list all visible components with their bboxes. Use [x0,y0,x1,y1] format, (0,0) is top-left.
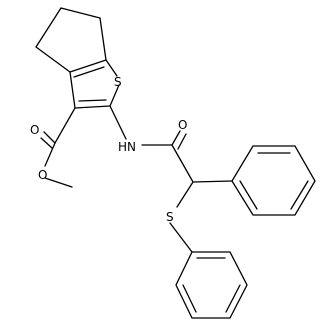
bond [231,145,316,216]
bond [182,284,197,313]
bond [40,137,53,149]
bond [192,180,233,183]
bond [99,17,107,61]
bond [175,251,248,319]
bond [44,177,73,188]
bond [171,144,194,183]
bond [105,59,118,77]
bond [69,59,107,73]
thioether-linker [169,181,194,253]
amide-oxygen-label: O [178,118,187,132]
bond [176,181,194,208]
thioether-sulfur-label: S [166,210,174,224]
cyclopentane-ring [35,7,107,73]
bond [60,7,101,19]
ester-ether-oxygen-label: O [38,168,47,182]
phenyl-ring-upper [192,145,316,216]
bond [109,105,127,140]
bond [69,71,76,109]
amide-nh-label: HN [118,140,136,154]
bond [171,130,181,146]
ring-sulfur-label: S [114,75,122,89]
bond [54,107,76,144]
phenyl-ring-lower [175,251,248,319]
bond [169,222,193,253]
ester-carbonyl-oxygen-label: O [30,123,39,137]
methyl-ester-group [40,107,76,188]
bond [74,105,111,109]
bond [44,142,56,167]
bond [43,131,56,144]
bond [35,7,62,48]
bond [225,284,241,313]
amide-linker [109,105,194,183]
bond [78,99,107,102]
bond [290,180,309,210]
bond [109,84,120,107]
bond [35,46,71,73]
bond [239,180,258,210]
bond [73,66,105,78]
thiophene-ring [69,59,120,109]
bond [177,133,187,150]
